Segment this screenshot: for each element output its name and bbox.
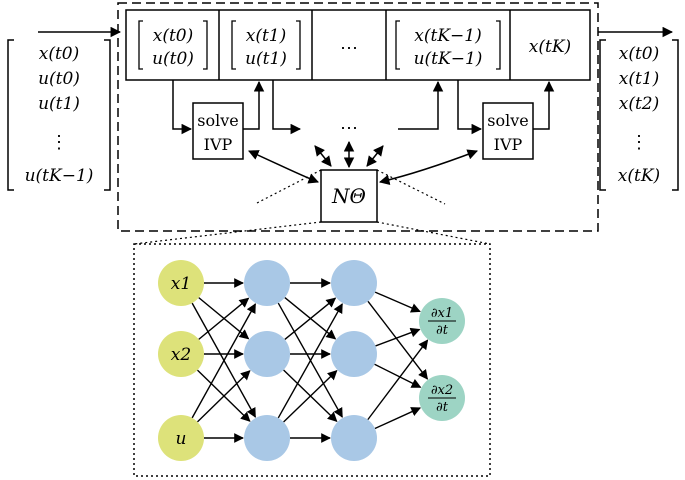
cell-0-bracket-right bbox=[203, 20, 208, 70]
nn-edge-l2-2-1 bbox=[374, 407, 422, 430]
simulation-frame bbox=[117, 2, 599, 232]
nn-edge-l0-1-0 bbox=[198, 297, 250, 340]
solver-block-1-frame bbox=[482, 102, 534, 160]
cell-3-top: x(tK−1) bbox=[414, 26, 481, 46]
solver1-network-arrow bbox=[378, 149, 478, 185]
solver-block-0: solve IVP bbox=[192, 102, 244, 160]
nn-node-hidden-1-2 bbox=[244, 415, 290, 461]
into-cellK1-arrow bbox=[398, 80, 444, 130]
output-entry-1: x(t1) bbox=[619, 69, 660, 89]
nn-node-hidden-2-0 bbox=[331, 260, 377, 306]
cell-1-bottom: u(t1) bbox=[245, 49, 287, 69]
sequence-row-frame bbox=[125, 9, 591, 81]
nn-edge-l0-2-1 bbox=[196, 370, 251, 423]
cell-1-top: x(t1) bbox=[246, 26, 287, 46]
sequence-row: x(t0) u(t0) x(t1) u(t1) ⋯ x(tK−1) u(tK−1… bbox=[125, 9, 591, 81]
cell0-to-solver0-arrow bbox=[172, 80, 193, 135]
cell-3-bracket-right bbox=[496, 20, 501, 70]
cell-1-bracket-right bbox=[296, 20, 301, 70]
cell-0-bottom: u(t0) bbox=[152, 49, 194, 69]
output-entry-2: x(t2) bbox=[619, 94, 660, 114]
zoom-line-left bbox=[133, 221, 322, 245]
solver-block-0-line1: solve bbox=[197, 111, 238, 130]
network-label: NΘ bbox=[331, 184, 366, 208]
output-vector: x(t0) x(t1) x(t2) ⋮ x(tK) bbox=[599, 39, 679, 191]
solver-block-1-line2: IVP bbox=[494, 135, 523, 154]
nn-node-input-0-2 bbox=[158, 415, 204, 461]
nn-detail-frame bbox=[133, 243, 491, 477]
network-upright-arrow bbox=[366, 145, 384, 167]
nn-edge-l0-2-0 bbox=[191, 303, 256, 419]
cell-1-bracket-left bbox=[231, 20, 236, 70]
cell-4-single: x(tK) bbox=[529, 37, 571, 57]
sequence-cell-1: x(t1) u(t1) bbox=[231, 20, 301, 70]
output-entry-3: ⋮ bbox=[630, 132, 648, 153]
cell-2-ellipsis: ⋯ bbox=[340, 38, 358, 59]
nn-input-label-1: x2 bbox=[171, 345, 191, 365]
network-block-frame bbox=[320, 169, 378, 223]
solver-block-1: solve IVP bbox=[482, 102, 534, 160]
nn-input-label-0: x1 bbox=[171, 274, 191, 294]
input-entry-3: ⋮ bbox=[50, 132, 68, 153]
nn-output-numerator-0: ∂x1 bbox=[431, 306, 453, 321]
nn-input-label-2: u bbox=[176, 429, 187, 449]
cell-0-top: x(t0) bbox=[153, 26, 194, 46]
nn-output-denominator-0: ∂t bbox=[436, 323, 449, 338]
solver1-to-cellK-arrow bbox=[533, 80, 555, 130]
output-entry-4: x(tK) bbox=[618, 166, 660, 186]
nn-node-input-0-1 bbox=[158, 331, 204, 377]
nn-node-hidden-2-1 bbox=[331, 331, 377, 377]
nn-node-hidden-1-1 bbox=[244, 331, 290, 377]
nn-node-hidden-1-0 bbox=[244, 260, 290, 306]
middle-ellipsis: ⋯ bbox=[340, 118, 358, 139]
sequence-cell-0: x(t0) u(t0) bbox=[138, 20, 208, 70]
input-entry-0: x(t0) bbox=[39, 44, 80, 64]
nn-edge-l1-2-0 bbox=[277, 303, 343, 419]
nn-edges bbox=[191, 278, 429, 443]
nn-edge-l2-0-0 bbox=[374, 291, 421, 313]
nn-output-denominator-1: ∂t bbox=[436, 400, 449, 415]
output-vector-bracket-right bbox=[672, 39, 679, 191]
input-vector-bracket-left bbox=[7, 39, 14, 191]
solver0-network-arrow bbox=[248, 150, 319, 184]
output-entry-0: x(t0) bbox=[619, 44, 660, 64]
output-vector-bracket-left bbox=[599, 39, 606, 191]
nn-edge-l2-0-1 bbox=[367, 300, 429, 380]
nn-nodes: x1 x2 u ∂x1 ∂t ∂x2 ∂t bbox=[158, 260, 465, 461]
network-upleft-arrow bbox=[314, 145, 332, 167]
cell-0-bracket-left bbox=[138, 20, 143, 70]
nn-edge-l1-1-0 bbox=[284, 297, 337, 341]
input-entry-2: u(t1) bbox=[38, 94, 80, 114]
cell-3-bottom: u(tK−1) bbox=[414, 49, 483, 69]
solver-block-1-line1: solve bbox=[487, 111, 528, 130]
input-entry-1: u(t0) bbox=[38, 69, 80, 89]
cell-3-bracket-left bbox=[395, 20, 400, 70]
nn-output-numerator-1: ∂x2 bbox=[431, 383, 453, 398]
nn-edge-l1-2-1 bbox=[283, 369, 338, 423]
zoom-line-left-top bbox=[254, 169, 322, 205]
solver-block-0-line2: IVP bbox=[204, 135, 233, 154]
zoom-line-right bbox=[376, 221, 491, 245]
input-entry-4: u(tK−1) bbox=[25, 166, 94, 186]
sequence-cell-3: x(tK−1) u(tK−1) bbox=[395, 20, 501, 70]
nn-node-input-0-0 bbox=[158, 260, 204, 306]
input-vector-bracket-right bbox=[104, 39, 111, 191]
zoom-line-right-top bbox=[376, 169, 446, 205]
nn-edge-l2-1-1 bbox=[374, 363, 422, 388]
nn-edge-l2-2-0 bbox=[367, 339, 429, 421]
network-block: NΘ bbox=[320, 169, 378, 223]
input-vector: x(t0) u(t0) u(t1) ⋮ u(tK−1) bbox=[7, 39, 111, 191]
cell1-continue-arrow bbox=[272, 80, 302, 135]
nn-edge-l2-1-0 bbox=[375, 327, 421, 347]
nn-node-hidden-2-2 bbox=[331, 415, 377, 461]
solver0-to-cell1-arrow bbox=[243, 80, 265, 130]
solver-block-0-frame bbox=[192, 102, 244, 160]
cellK1-to-solver1-arrow bbox=[457, 80, 483, 135]
